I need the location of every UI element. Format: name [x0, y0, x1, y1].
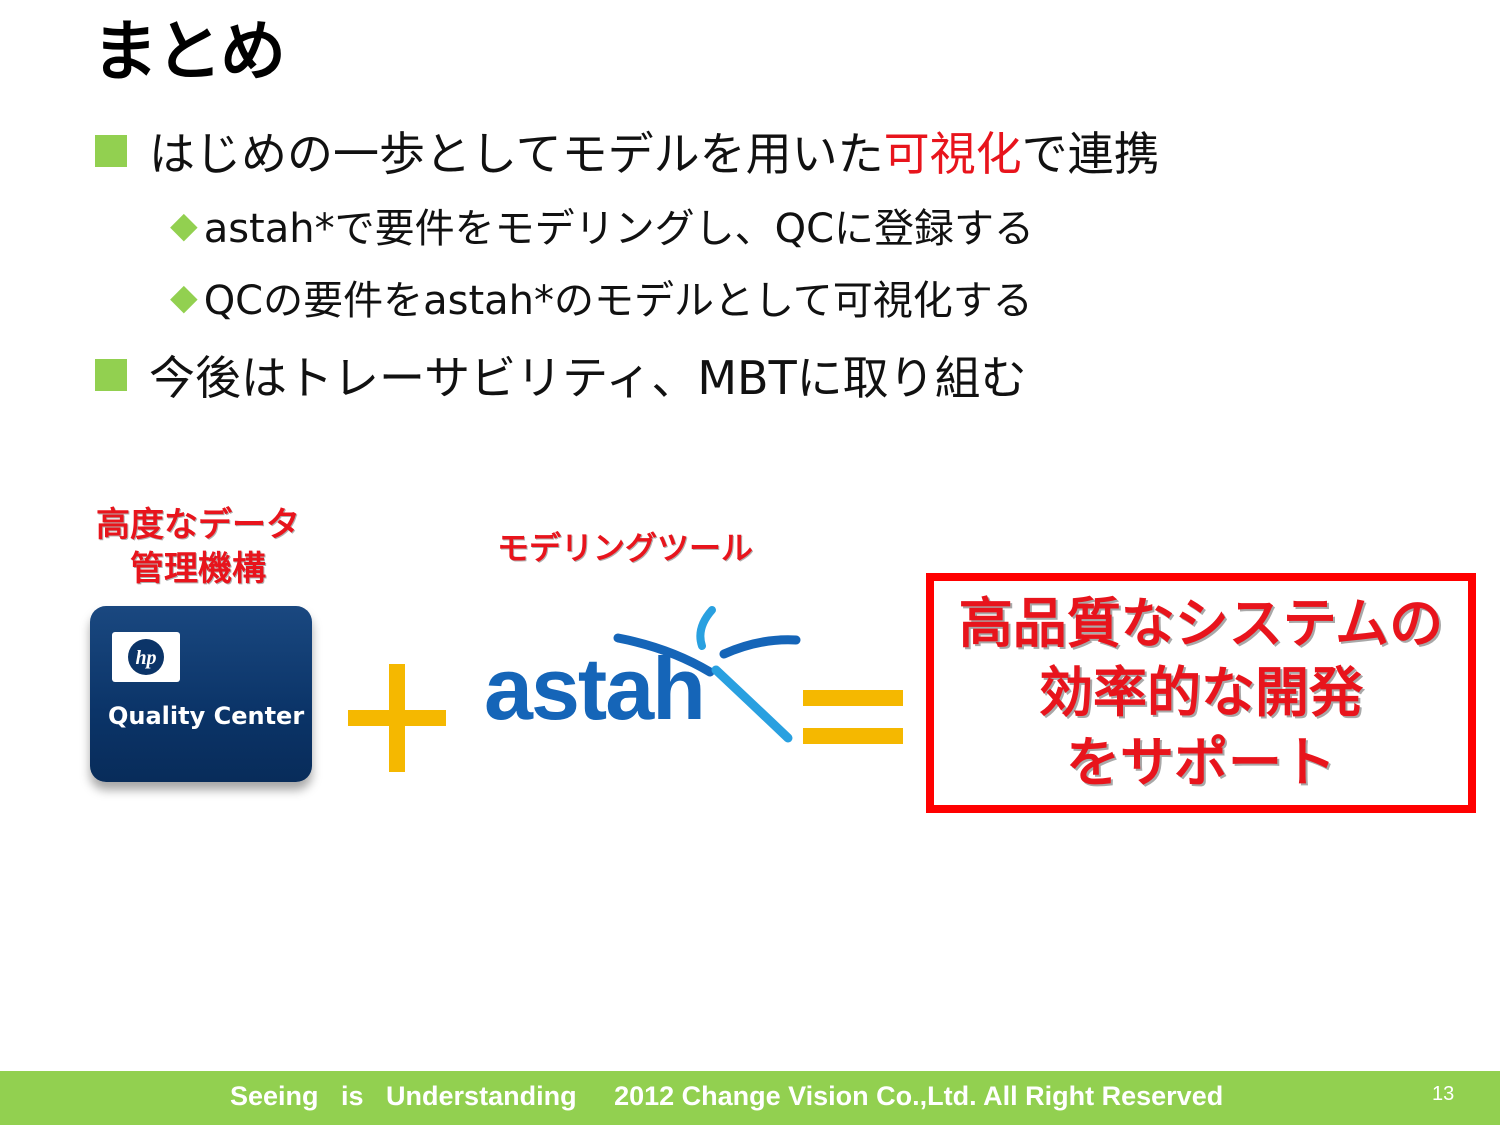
- bullet-text-highlight: 可視化: [883, 127, 1022, 181]
- result-line: をサポート: [1066, 730, 1336, 794]
- bullet-item: 今後はトレーサビリティ、MBTに取り組む: [95, 342, 1027, 408]
- bullet-text-prefix: はじめの一歩としてモデルを用いた: [149, 127, 884, 181]
- green-diamond-icon: ◆: [170, 204, 198, 246]
- plus-icon: [348, 664, 446, 772]
- bullet-text: はじめの一歩としてモデルを用いた可視化で連携: [149, 118, 1160, 184]
- sub-bullet-text: QCの要件をastah*のモデルとして可視化する: [203, 278, 1033, 324]
- green-square-icon: [95, 359, 127, 391]
- green-square-icon: [95, 135, 127, 167]
- sub-bullet-item: ◆ QCの要件をastah*のモデルとして可視化する: [170, 268, 1033, 326]
- astah-swoosh-icon: [613, 606, 801, 743]
- qc-caption-line: 高度なデータ: [96, 505, 300, 545]
- qc-caption: 高度なデータ 管理機構: [88, 503, 308, 591]
- result-line: 高品質なシステムの: [958, 592, 1444, 656]
- qc-logo-text: Quality Center: [108, 702, 305, 730]
- bullet-text: 今後はトレーサビリティ、MBTに取り組む: [149, 351, 1027, 405]
- hp-logo-icon: hp: [112, 632, 180, 682]
- astah-logo-text: astah: [484, 639, 706, 738]
- hp-badge-shape: hp: [128, 639, 164, 675]
- green-diamond-icon: ◆: [170, 276, 198, 318]
- astah-logo: astah: [480, 600, 810, 750]
- bullet-item: はじめの一歩としてモデルを用いた可視化で連携: [95, 118, 1160, 184]
- equals-icon: [803, 690, 903, 744]
- result-line: 効率的な開発: [1039, 661, 1363, 725]
- qc-caption-line: 管理機構: [130, 549, 266, 590]
- footer-bar: Seeing is Understanding 2012 Change Visi…: [0, 1071, 1500, 1125]
- astah-caption: モデリングツール: [496, 529, 753, 567]
- page-number: 13: [1432, 1083, 1455, 1105]
- result-box: 高品質なシステムの 効率的な開発 をサポート: [926, 573, 1476, 813]
- slide-title: まとめ: [92, 13, 286, 90]
- sub-bullet-item: ◆ astah*で要件をモデリングし、QCに登録する: [170, 196, 1034, 254]
- bullet-text-suffix: で連携: [1021, 127, 1160, 181]
- quality-center-logo: hp Quality Center: [90, 606, 312, 782]
- hp-badge-text: hp: [135, 647, 156, 669]
- footer-copyright: Seeing is Understanding 2012 Change Visi…: [230, 1081, 1224, 1111]
- sub-bullet-text: astah*で要件をモデリングし、QCに登録する: [203, 206, 1034, 252]
